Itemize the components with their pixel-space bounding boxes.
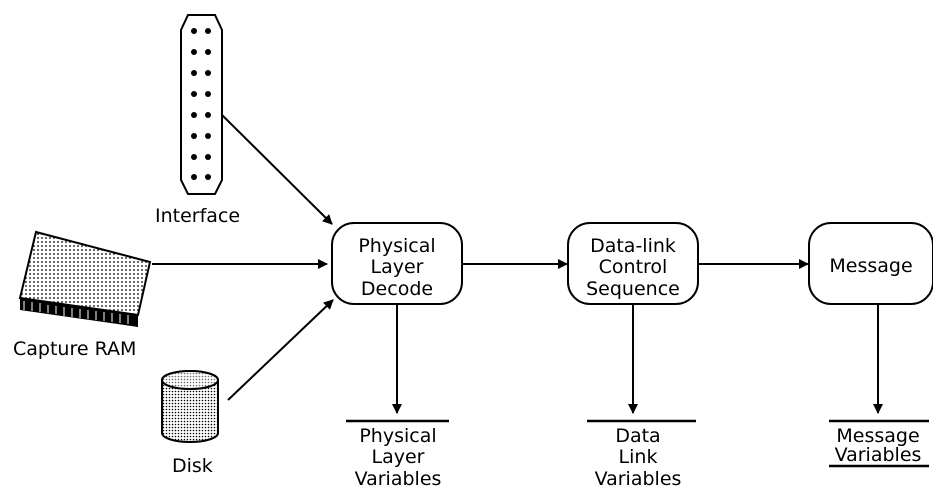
datalink-vars-line-3: Variables [595, 468, 682, 490]
interface-label: Interface [155, 205, 240, 227]
data-link-control-sequence-node: Data-link Control Sequence [567, 222, 699, 305]
datalink-vars-line-2: Link [619, 446, 658, 468]
physical-layer-decode-node: Physical Layer Decode [331, 222, 463, 305]
physical-layer-variables-store: Physical Layer Variables [346, 419, 449, 490]
capture-ram-label: Capture RAM [13, 338, 136, 360]
data-link-variables-store: Data Link Variables [587, 419, 696, 490]
disk-label: Disk [172, 455, 213, 477]
datalink-line-1: Data-link [590, 235, 676, 257]
physical-decode-line-1: Physical [358, 235, 435, 257]
arrow-disk-to-physical [227, 299, 334, 401]
message-vars-line-2: Variables [835, 444, 922, 466]
message-line-1: Message [829, 255, 912, 277]
message-vars-line-1: Message [836, 425, 919, 447]
physical-vars-line-2: Layer [372, 446, 425, 468]
message-node: Message [808, 222, 933, 305]
message-variables-store: Message Variables [829, 419, 929, 468]
datalink-line-2: Control [599, 256, 668, 278]
datalink-vars-line-1: Data [615, 425, 660, 447]
physical-decode-line-2: Layer [371, 256, 424, 278]
capture-ram-icon [18, 230, 152, 327]
physical-vars-line-1: Physical [359, 425, 436, 447]
interface-icon [180, 14, 223, 195]
datalink-line-3: Sequence [586, 278, 680, 300]
disk-icon [161, 370, 219, 443]
physical-decode-line-3: Decode [361, 278, 433, 300]
physical-vars-line-3: Variables [355, 468, 442, 490]
arrow-interface-to-physical [221, 114, 333, 225]
